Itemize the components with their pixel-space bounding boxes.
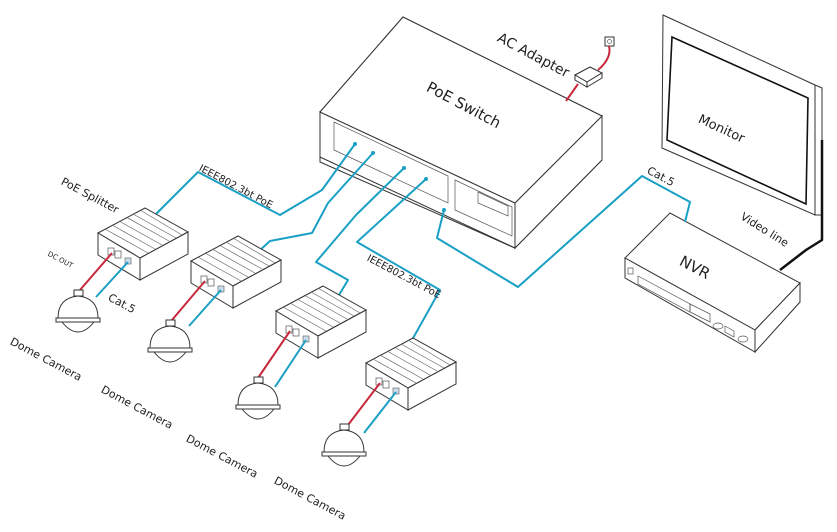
dc-cable-3 bbox=[257, 330, 291, 379]
switch-port-panel-detail bbox=[477, 191, 509, 217]
dc-cable-1 bbox=[79, 252, 113, 291]
switch-port-panel-poe bbox=[333, 121, 449, 204]
port-dot bbox=[424, 177, 428, 181]
poe-splitter-3 bbox=[274, 285, 368, 359]
video-line-cable bbox=[779, 140, 824, 271]
poe-cable-2 bbox=[246, 152, 374, 263]
port-dot bbox=[402, 166, 406, 170]
cat5-cable-4 bbox=[363, 391, 397, 434]
poe-splitter-4 bbox=[364, 337, 458, 411]
switch-power-cable bbox=[565, 83, 579, 102]
poe-cable-1 bbox=[154, 143, 356, 216]
poe-cable-4 bbox=[356, 178, 441, 341]
dome-camera-2 bbox=[147, 319, 193, 363]
cat5-cable-3 bbox=[274, 339, 307, 388]
nvr bbox=[624, 212, 801, 354]
switch-port-panel-uplink bbox=[454, 179, 513, 237]
ac-adapter bbox=[573, 66, 604, 88]
port-dot bbox=[442, 208, 446, 212]
switch-top-face bbox=[319, 16, 603, 204]
dc-cable-4 bbox=[347, 382, 381, 426]
dome-camera-4 bbox=[321, 423, 367, 467]
wall-outlet-icon bbox=[604, 36, 615, 47]
dome-camera-1 bbox=[55, 289, 101, 333]
dome-camera-3 bbox=[235, 376, 281, 420]
cat5-cable-1 bbox=[95, 261, 129, 298]
monitor bbox=[661, 14, 823, 216]
ac-power-cable bbox=[597, 45, 611, 71]
poe-splitter-2 bbox=[189, 235, 283, 309]
poe-splitter-1 bbox=[96, 207, 190, 281]
port-dot bbox=[353, 142, 357, 146]
dc-cable-2 bbox=[171, 280, 206, 321]
cat5-switch-nvr-cable bbox=[436, 175, 691, 288]
port-dot bbox=[371, 151, 375, 155]
poe-cable-3 bbox=[315, 167, 405, 306]
cat5-cable-2 bbox=[188, 289, 222, 327]
